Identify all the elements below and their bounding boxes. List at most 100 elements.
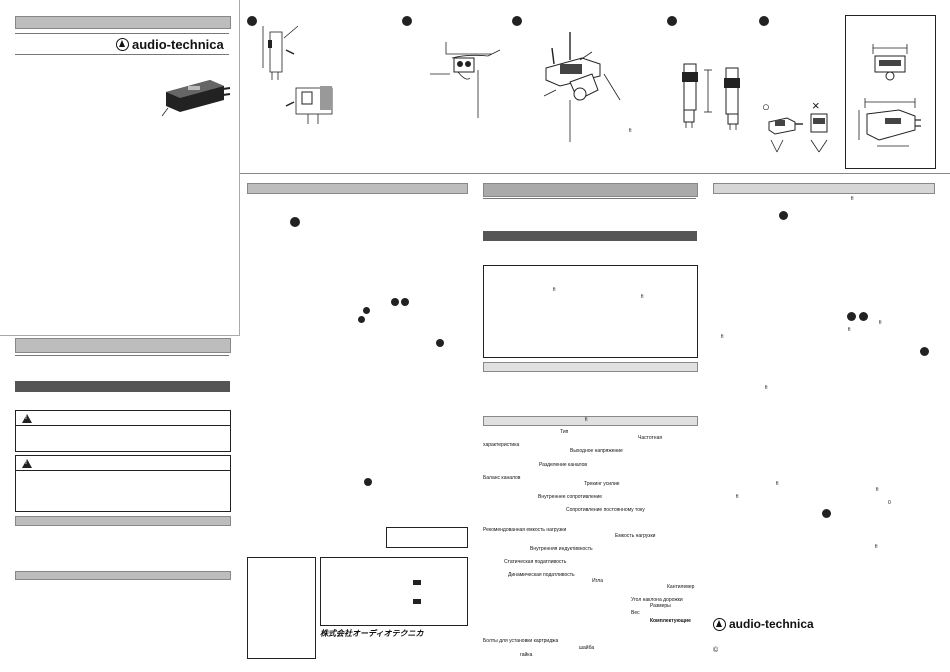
warning-box-header — [16, 411, 230, 426]
figure-step-4-drawing — [682, 63, 740, 130]
col4-fi-2: fi — [879, 320, 882, 326]
col2-step-marker-4 — [363, 307, 370, 314]
col2-step-marker-5 — [358, 316, 365, 323]
specs-header-fi: fi — [585, 417, 588, 423]
figure-ok-mark: ○ — [762, 99, 770, 114]
spec-dynamic-comp-label: Динамическая податливость — [508, 572, 575, 578]
spec-static-comp-label: Статическая податливость — [504, 559, 567, 565]
caution-box — [15, 455, 231, 512]
section-header-bar-2 — [15, 516, 231, 526]
spec-accessories-label: Комплектующие — [650, 618, 691, 624]
col2-step-marker-3 — [401, 298, 409, 306]
figure-step-1-drawing — [262, 25, 333, 124]
figure-step-5-marker — [759, 16, 769, 26]
spec-freq-cont-label: характеристика — [483, 442, 520, 448]
figure-step-2-drawing — [430, 42, 501, 118]
col3-info-fi-1: fi — [553, 287, 556, 293]
col2-notes-square-2 — [413, 599, 421, 604]
col2-notes-box-right — [320, 557, 468, 626]
col3-rule — [483, 198, 696, 199]
japanese-company-name: 株式会社オーディオテクニカ — [320, 629, 424, 638]
col4-fi-5: fi — [765, 385, 768, 391]
warning-box — [15, 410, 231, 452]
col2-step-marker-7 — [364, 478, 372, 486]
spec-washer-label: шайба — [579, 645, 595, 651]
specs-header-bar — [483, 416, 698, 426]
brand-logo-back-text: audio-technica — [729, 617, 814, 631]
col2-header-bar — [247, 183, 468, 194]
figure-step-4-marker — [667, 16, 677, 26]
spec-balance-label: Баланс каналов — [483, 475, 521, 481]
left-panel-border — [239, 0, 240, 336]
spec-inductance-label: Внутренняя индуктивность — [530, 546, 593, 552]
caution-box-header — [16, 456, 230, 471]
cartridge-illustration — [161, 80, 231, 117]
spec-stylus-label: Игла — [592, 578, 604, 584]
col4-fi-7: fi — [876, 487, 879, 493]
col4-fi-9: fi — [875, 544, 878, 550]
cover-rule-2 — [15, 54, 229, 55]
dimensions-drawing — [858, 44, 921, 147]
col4-step-marker-3 — [859, 312, 868, 321]
spec-cantilever-label: Кантилевер — [667, 584, 695, 590]
spec-freq-label: Частотная — [638, 435, 663, 441]
col2-step-marker-1 — [290, 217, 300, 227]
top-section-divider — [240, 173, 950, 174]
spec-dimensions-label: Размеры — [650, 603, 671, 609]
col2-notes-square-1 — [413, 580, 421, 585]
cover-rule-1 — [15, 33, 229, 34]
col4-fi-6: fi — [776, 481, 779, 487]
figure-ng-mark: × — [812, 98, 820, 113]
col3-header-bar — [483, 183, 698, 197]
col4-fi-8: fi — [736, 494, 739, 500]
spec-load-res-label: Рекомендованная емкость нагрузки — [483, 527, 567, 533]
copyright-mark: © — [713, 647, 719, 654]
col2-small-box — [386, 527, 468, 548]
brand-logo-icon — [116, 38, 129, 51]
brand-logo-text: audio-technica — [132, 37, 224, 52]
col2-step-marker-6 — [436, 339, 444, 347]
col3-info-box — [483, 265, 698, 358]
spec-force-label: Трекинг усилие — [584, 481, 620, 487]
left-panel-bottom-border — [0, 335, 240, 336]
section-header-bar-1 — [15, 338, 231, 353]
col3-section-bar-1 — [483, 362, 698, 372]
col3-dark-bar — [483, 231, 697, 241]
spec-impedance-label: Внутреннее сопротивление — [538, 494, 603, 500]
brand-logo: audio-technica — [116, 37, 224, 52]
col4-header-bar — [713, 183, 935, 194]
spec-bolts-label: Болты для установки картриджа — [483, 638, 559, 644]
spec-dc-resistance-label: Сопротивление постоянному току — [566, 507, 645, 513]
col4-step-marker-2 — [847, 312, 856, 321]
caution-icon — [22, 458, 32, 468]
col4-small-o: 0 — [888, 500, 891, 506]
spec-vta-label: Угол наклона дорожки — [631, 597, 683, 603]
dimensions-drawing-box — [845, 15, 936, 169]
spec-separation-label: Разделение каналов — [539, 462, 588, 468]
section-rule-1 — [15, 355, 229, 356]
col3-info-fi-2: fi — [641, 294, 644, 300]
spec-weight-label: Вес — [631, 610, 640, 616]
figure-step-3-drawing — [543, 32, 621, 142]
spec-nut-label: гайка — [520, 652, 533, 658]
cover-header-bar — [15, 16, 231, 29]
figure-step-5-drawing — [768, 113, 828, 153]
brand-logo-back: audio-technica — [713, 617, 814, 631]
spec-type-label: Тип — [560, 429, 569, 435]
col2-step-marker-2 — [391, 298, 399, 306]
col2-notes-box-left — [247, 557, 316, 659]
section-header-bar-3 — [15, 571, 231, 580]
figure-step-3-marker — [512, 16, 522, 26]
spec-load-cap-label: Емкость нагрузки — [615, 533, 656, 539]
col4-fi-3: fi — [848, 327, 851, 333]
col4-step-marker-5 — [822, 509, 831, 518]
brand-logo-back-icon — [713, 617, 726, 631]
col4-step-marker-4 — [920, 347, 929, 356]
col4-fi-4: fi — [721, 334, 724, 340]
warning-icon — [22, 413, 32, 423]
figure-step-1-marker — [247, 16, 257, 26]
figure-step-4-note: fi — [629, 128, 632, 134]
spec-output-label: Выходное напряжение — [570, 448, 623, 454]
figure-step-2-marker — [402, 16, 412, 26]
section-dark-bar-1 — [15, 381, 230, 392]
